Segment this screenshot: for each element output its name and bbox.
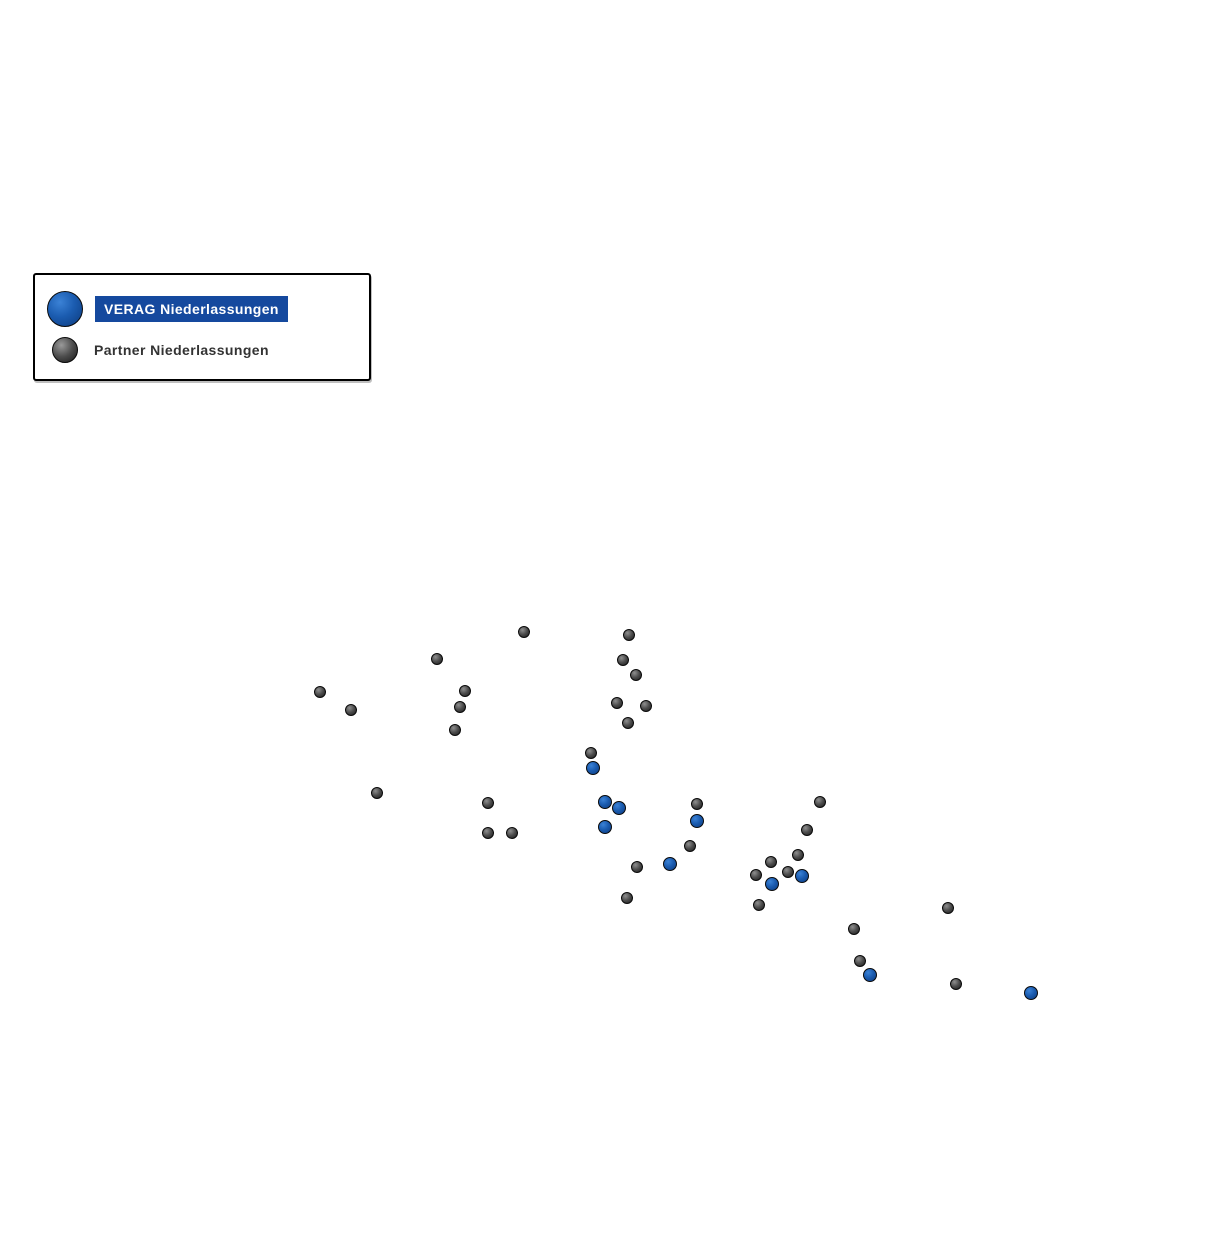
map-marker-partner[interactable]	[345, 704, 357, 716]
map-marker-verag[interactable]	[863, 968, 877, 982]
map-marker-verag[interactable]	[586, 761, 600, 775]
legend-item-verag[interactable]: VERAG Niederlassungen	[47, 291, 357, 327]
map-marker-partner[interactable]	[792, 849, 804, 861]
map-marker-partner[interactable]	[314, 686, 326, 698]
map-marker-partner[interactable]	[617, 654, 629, 666]
map-marker-partner[interactable]	[691, 798, 703, 810]
map-marker-partner[interactable]	[482, 827, 494, 839]
map-marker-partner[interactable]	[950, 978, 962, 990]
map-marker-partner[interactable]	[814, 796, 826, 808]
legend-label-partner: Partner Niederlassungen	[94, 342, 269, 358]
map-marker-partner[interactable]	[801, 824, 813, 836]
map-marker-partner[interactable]	[750, 869, 762, 881]
map-marker-verag[interactable]	[612, 801, 626, 815]
map-marker-partner[interactable]	[506, 827, 518, 839]
map-marker-partner[interactable]	[684, 840, 696, 852]
map-marker-partner[interactable]	[482, 797, 494, 809]
legend: VERAG Niederlassungen Partner Niederlass…	[33, 273, 371, 381]
map-marker-partner[interactable]	[621, 892, 633, 904]
map-marker-verag[interactable]	[598, 795, 612, 809]
map-marker-verag[interactable]	[1024, 986, 1038, 1000]
map-marker-partner[interactable]	[753, 899, 765, 911]
map-marker-partner[interactable]	[623, 629, 635, 641]
map-marker-verag[interactable]	[598, 820, 612, 834]
map-marker-partner[interactable]	[854, 955, 866, 967]
map-marker-partner[interactable]	[942, 902, 954, 914]
map-marker-verag[interactable]	[765, 877, 779, 891]
map-marker-partner[interactable]	[640, 700, 652, 712]
map-marker-partner[interactable]	[371, 787, 383, 799]
map-marker-verag[interactable]	[663, 857, 677, 871]
map-marker-partner[interactable]	[630, 669, 642, 681]
map-marker-verag[interactable]	[690, 814, 704, 828]
verag-marker-icon	[47, 291, 83, 327]
map-marker-partner[interactable]	[585, 747, 597, 759]
map-marker-verag[interactable]	[795, 869, 809, 883]
legend-label-verag: VERAG Niederlassungen	[95, 296, 288, 322]
map-marker-partner[interactable]	[611, 697, 623, 709]
map-marker-partner[interactable]	[459, 685, 471, 697]
map-marker-partner[interactable]	[622, 717, 634, 729]
legend-item-partner[interactable]: Partner Niederlassungen	[47, 337, 357, 363]
map-marker-partner[interactable]	[518, 626, 530, 638]
map-marker-partner[interactable]	[765, 856, 777, 868]
map-marker-partner[interactable]	[449, 724, 461, 736]
map-marker-partner[interactable]	[431, 653, 443, 665]
map-marker-partner[interactable]	[631, 861, 643, 873]
map-marker-partner[interactable]	[454, 701, 466, 713]
map-marker-partner[interactable]	[782, 866, 794, 878]
partner-marker-icon	[52, 337, 78, 363]
map-marker-partner[interactable]	[848, 923, 860, 935]
